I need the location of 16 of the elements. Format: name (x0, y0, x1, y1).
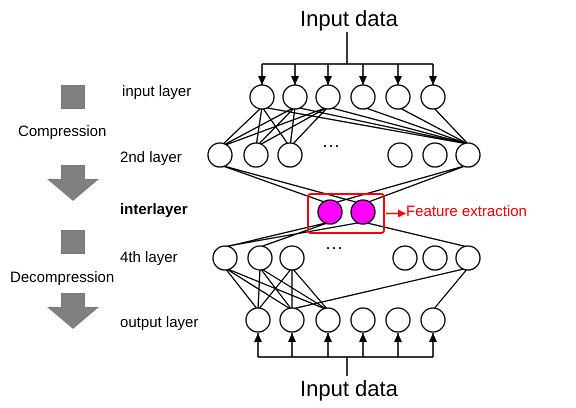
ellipsis: ··· (322, 136, 340, 154)
stage-label: Decompression (10, 270, 114, 285)
highlight-frame (307, 193, 385, 234)
layer-label: input layer (122, 84, 192, 99)
arrow (386, 210, 406, 218)
layer-label: output layer (120, 315, 198, 330)
layer-label: interlayer (120, 202, 188, 217)
arrow (258, 31, 437, 86)
layer-label: 2nd layer (120, 150, 182, 165)
arrow (254, 332, 437, 377)
input-label: Input data (300, 8, 398, 30)
layer-label: 4th layer (120, 250, 178, 265)
ellipsis: ··· (325, 238, 343, 256)
input-label: Input data (300, 378, 398, 400)
annotation-label: Feature extraction (406, 204, 527, 219)
stage-label: Compression (18, 124, 106, 139)
